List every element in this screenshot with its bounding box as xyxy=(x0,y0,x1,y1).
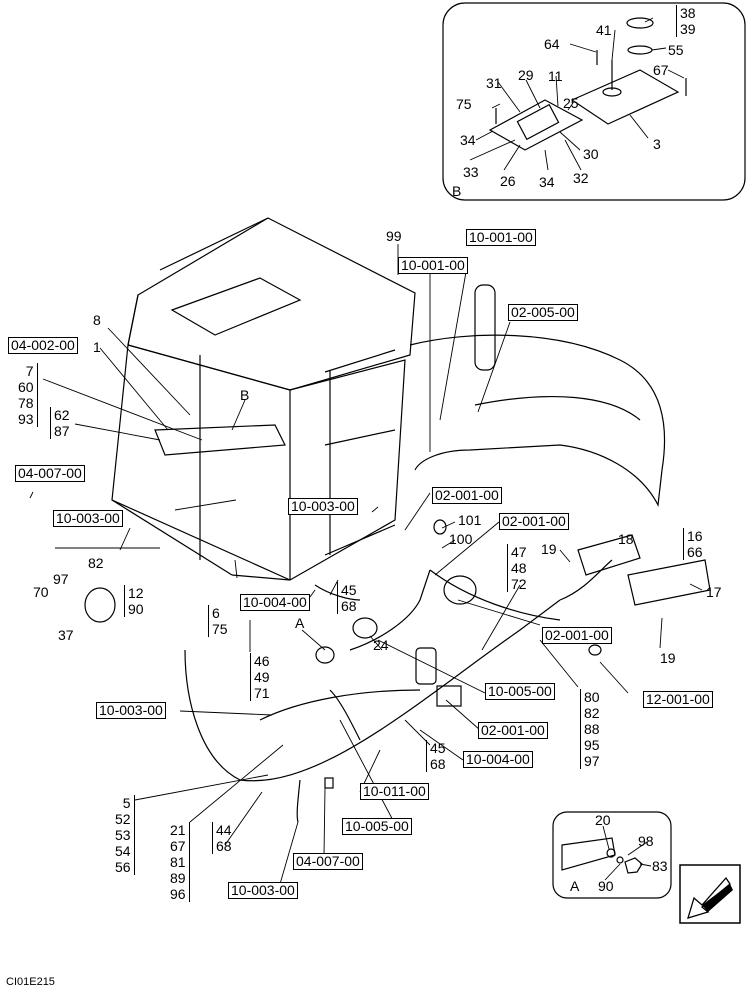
ref-04-007-00-left[interactable]: 04-007-00 xyxy=(15,465,85,482)
label-view-a-main: A xyxy=(295,615,305,631)
label-26: 26 xyxy=(500,173,516,189)
ref-10-001-00[interactable]: 10-001-00 xyxy=(398,257,468,274)
label-47-48-72: 47 48 72 xyxy=(507,544,527,592)
label-64: 64 xyxy=(544,36,560,52)
label-37: 37 xyxy=(58,627,74,643)
label-view-b-inset: B xyxy=(452,183,462,199)
label-90: 90 xyxy=(598,878,614,894)
label-25: 25 xyxy=(563,95,579,111)
label-100: 100 xyxy=(449,531,473,547)
label-75-inset: 75 xyxy=(456,96,472,112)
inset-b-parts xyxy=(488,17,687,151)
fender xyxy=(409,334,666,508)
leader-lines xyxy=(29,17,703,885)
label-19-b: 19 xyxy=(660,650,676,666)
ref-10-003-00-low[interactable]: 10-003-00 xyxy=(228,882,298,899)
label-38-39: 38 39 xyxy=(676,5,696,37)
label-30: 30 xyxy=(583,146,599,162)
ref-02-005-00[interactable]: 02-005-00 xyxy=(508,304,578,321)
label-34-a: 34 xyxy=(460,132,476,148)
label-44-68: 44 68 xyxy=(212,822,232,854)
label-6-75: 6 75 xyxy=(208,605,228,637)
ref-02-001-00-d[interactable]: 02-001-00 xyxy=(478,722,548,739)
ref-10-005-00-low[interactable]: 10-005-00 xyxy=(342,818,412,835)
ref-10-004-00-mid[interactable]: 10-004-00 xyxy=(463,751,533,768)
label-98: 98 xyxy=(638,833,654,849)
ref-10-001-00-top[interactable]: 10-001-00 xyxy=(466,229,536,246)
ref-10-005-00-mid[interactable]: 10-005-00 xyxy=(485,683,555,700)
label-17: 17 xyxy=(706,584,722,600)
label-7-60-78-93: 7 60 78 93 xyxy=(18,363,38,427)
ref-10-003-00-cab[interactable]: 10-003-00 xyxy=(288,498,358,515)
ref-04-002-00[interactable]: 04-002-00 xyxy=(8,337,78,354)
ref-10-003-00-mid[interactable]: 10-003-00 xyxy=(96,702,166,719)
label-19-a: 19 xyxy=(541,541,557,557)
label-16-66: 16 66 xyxy=(683,528,703,560)
label-31: 31 xyxy=(486,75,502,91)
ref-02-001-00-c[interactable]: 02-001-00 xyxy=(542,627,612,644)
label-67: 67 xyxy=(653,62,669,78)
label-33: 33 xyxy=(463,164,479,180)
inset-a-frame xyxy=(552,811,672,899)
ref-10-003-00-left[interactable]: 10-003-00 xyxy=(53,510,123,527)
exhaust-pipe xyxy=(474,284,496,371)
cab-structure xyxy=(111,217,416,581)
label-3: 3 xyxy=(653,136,661,152)
ref-02-001-00-b[interactable]: 02-001-00 xyxy=(499,513,569,530)
label-view-b-main: B xyxy=(240,387,250,403)
ref-02-001-00-a[interactable]: 02-001-00 xyxy=(432,487,502,504)
label-83: 83 xyxy=(652,858,668,874)
label-41: 41 xyxy=(596,22,612,38)
components xyxy=(84,519,711,789)
inset-b-frame xyxy=(442,2,746,201)
label-18: 18 xyxy=(618,531,634,547)
label-view-a-inset: A xyxy=(570,878,580,894)
label-62-87: 62 87 xyxy=(50,407,70,439)
label-55: 55 xyxy=(668,42,684,58)
label-80-82-88-95-97: 80 82 88 95 97 xyxy=(580,689,600,769)
label-29: 29 xyxy=(518,67,534,83)
label-45-68-b: 45 68 xyxy=(426,740,446,772)
label-70: 70 xyxy=(33,584,49,600)
label-20: 20 xyxy=(595,812,611,828)
label-1: 1 xyxy=(93,339,101,355)
label-12-90: 12 90 xyxy=(124,585,144,617)
label-101: 101 xyxy=(458,512,482,528)
label-97: 97 xyxy=(53,571,69,587)
label-24: 24 xyxy=(373,637,389,653)
label-99: 99 xyxy=(386,228,402,244)
drawing-code: CI01E215 xyxy=(6,976,55,988)
label-34-b: 34 xyxy=(539,174,555,190)
label-21-67-81-89-96: 21 67 81 89 96 xyxy=(170,822,190,902)
ref-10-011-00[interactable]: 10-011-00 xyxy=(360,783,429,800)
view-arrow-icon xyxy=(679,864,741,924)
ref-12-001-00[interactable]: 12-001-00 xyxy=(643,691,713,708)
label-5-52-53-54-56: 5 52 53 54 56 xyxy=(115,795,135,875)
label-46-49-71: 46 49 71 xyxy=(250,653,270,701)
label-82: 82 xyxy=(88,555,104,571)
label-11: 11 xyxy=(548,68,563,84)
label-45-68-a: 45 68 xyxy=(337,582,357,614)
label-8: 8 xyxy=(93,312,101,328)
ref-10-004-00-left[interactable]: 10-004-00 xyxy=(240,594,310,611)
label-32: 32 xyxy=(573,170,589,186)
ref-04-007-00-low[interactable]: 04-007-00 xyxy=(293,853,363,870)
inset-a-parts xyxy=(561,837,643,874)
